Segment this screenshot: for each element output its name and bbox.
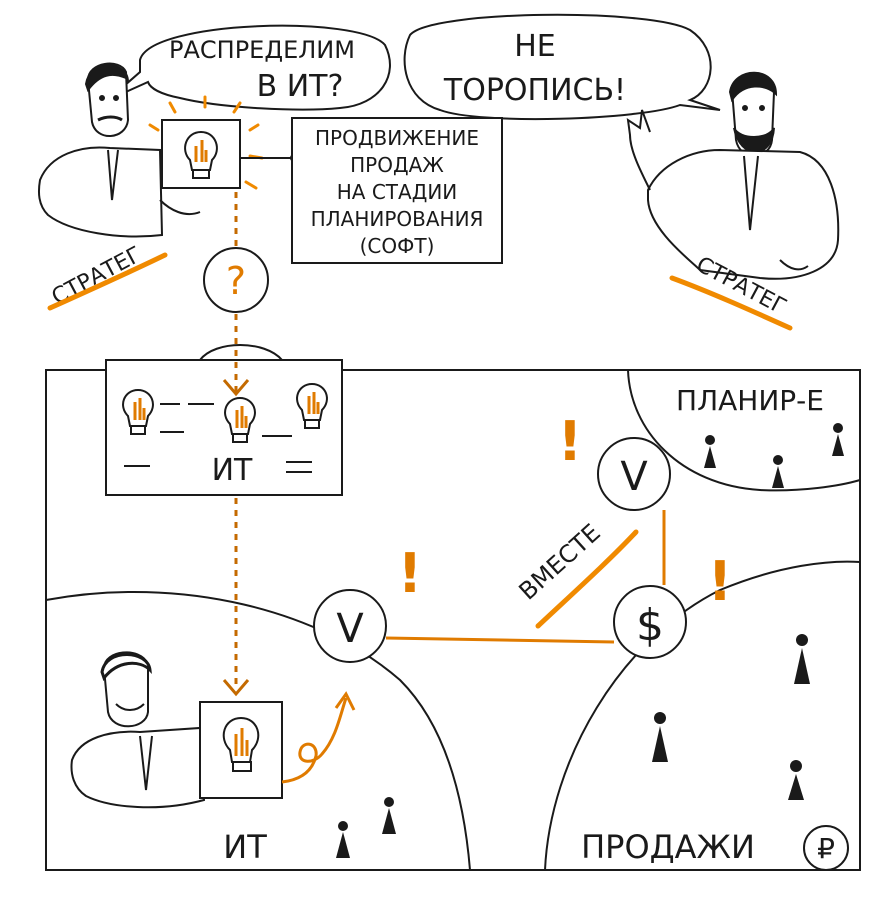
speech-left-line1: РАСПРЕДЕЛИМ [169,36,355,64]
arrow-head-icon [222,379,250,697]
lightbulb-icon [296,382,328,429]
arrow-head-icon [334,691,356,711]
check-circle-planning: V [597,437,671,511]
sales-zone: ПРОДАЖИ ₽ [544,560,861,871]
main-frame [45,369,861,871]
left-role-label: СТРАТЕГ [47,242,168,311]
note-line3: НА СТАДИИ [337,180,458,204]
speech-right-line2: ТОРОПИСЬ! [443,73,626,108]
planning-zone: ПЛАНИР-Е [627,369,861,492]
lightbulb-icon [122,388,154,435]
ruble-sign: ₽ [817,832,835,865]
it-zone-label: ИТ [223,828,267,866]
note-line4: ПЛАНИРОВАНИЯ [311,207,484,231]
note-line5: (СОФТ) [360,234,435,258]
question-circle: ? [203,247,269,313]
speech-bubble-left: РАСПРЕДЕЛИМ В ИТ? [107,24,391,111]
check-mark: V [336,606,364,652]
exclamation-icon: ! ! ! [398,410,733,613]
lightbulb-icon [224,396,256,443]
right-strategist-figure [626,71,840,280]
speech-left-line2: В ИТ? [257,69,344,104]
left-idea-card [148,95,298,190]
note-line1: ПРОДВИЖЕНИЕ [315,126,479,150]
connection-lines [385,510,666,644]
question-mark: ? [226,259,246,303]
planning-label: ПЛАНИР-Е [676,384,824,417]
exclaim-2: ! [398,542,423,605]
dollar-circle: $ [613,585,687,659]
pawn-icon [704,423,844,488]
lightbulb-icon [184,130,218,179]
check-circle-it: V [313,589,387,663]
together-label: ВМЕСТЕ [514,519,606,606]
pawn-icon [336,797,396,858]
check-mark: V [620,454,648,500]
it-envelope-box: ИТ [105,344,343,496]
speech-bubble-right: НЕ ТОРОПИСЬ! [403,13,721,121]
note-line2: ПРОДАЖ [350,153,444,177]
exclaim-1: ! [558,410,583,473]
ruble-badge: ₽ [803,825,849,871]
lightbulb-icon [222,716,260,772]
it-person-figure [70,651,206,809]
it-box-label: ИТ [212,453,253,488]
note-box: ПРОДВИЖЕНИЕ ПРОДАЖ НА СТАДИИ ПЛАНИРОВАНИ… [291,117,503,264]
speech-right-line1: НЕ [514,29,556,64]
dollar-sign: $ [636,600,664,651]
curly-arrow [281,697,348,784]
exclaim-3: ! [708,550,733,613]
sales-label: ПРОДАЖИ [581,828,755,866]
pawn-icon [652,634,810,800]
it-zone: ИТ [45,591,471,871]
it-idea-card [199,701,283,799]
left-strategist-figure [38,62,201,238]
